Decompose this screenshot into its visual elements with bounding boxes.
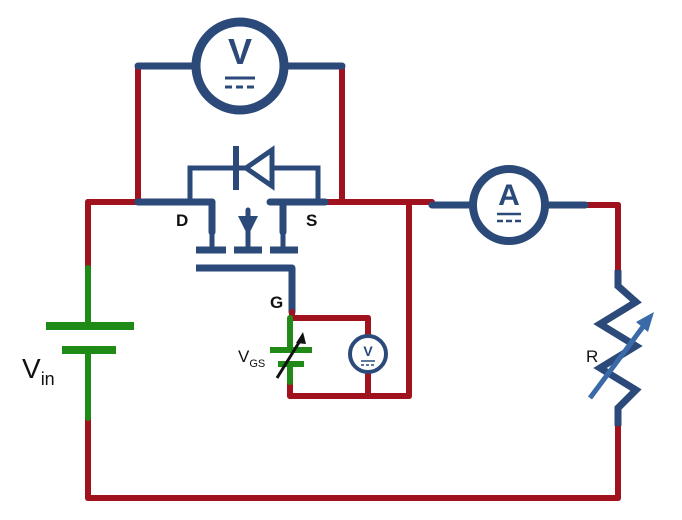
- main-loop-wires: [85, 199, 621, 501]
- ammeter-ring: [469, 165, 549, 245]
- resistor-zigzag: [593, 270, 643, 426]
- label-vin-main: V: [22, 353, 41, 384]
- gate-circuit: V: [270, 309, 388, 399]
- gate-voltmeter: V: [348, 334, 388, 374]
- top-voltmeter-branch: V: [134, 17, 346, 205]
- mosfet: [134, 145, 329, 316]
- battery-vin: [46, 265, 134, 421]
- ammeter-branch: A: [428, 165, 589, 245]
- top-voltmeter: V: [191, 17, 289, 115]
- gate-voltmeter-symbol: V: [363, 343, 373, 359]
- ammeter-symbol: A: [498, 179, 520, 212]
- resistor-adjust-arrow-head: [636, 312, 654, 332]
- label-vgs: VGS: [238, 347, 265, 370]
- top-voltmeter-symbol: V: [228, 31, 252, 72]
- label-vin: Vin: [22, 353, 55, 389]
- vgs-adjust-arrow-head: [296, 332, 306, 344]
- body-arrow-head: [238, 216, 258, 236]
- label-resistor: R: [586, 347, 598, 366]
- label-gate: G: [270, 293, 283, 312]
- gate-voltmeter-ring: [348, 334, 388, 374]
- resistor-adjust-arrow: [587, 318, 651, 400]
- body-diode-triangle: [241, 145, 275, 191]
- label-vgs-sub: GS: [249, 358, 265, 370]
- top-voltmeter-ring: [191, 17, 289, 115]
- labels: D S G Vin VGS R: [22, 211, 598, 389]
- label-vin-sub: in: [41, 369, 55, 389]
- variable-resistor: [587, 270, 654, 426]
- variable-vgs-source: [270, 315, 312, 385]
- label-source: S: [306, 211, 317, 230]
- label-vgs-main: V: [238, 347, 250, 366]
- label-drain: D: [176, 211, 188, 230]
